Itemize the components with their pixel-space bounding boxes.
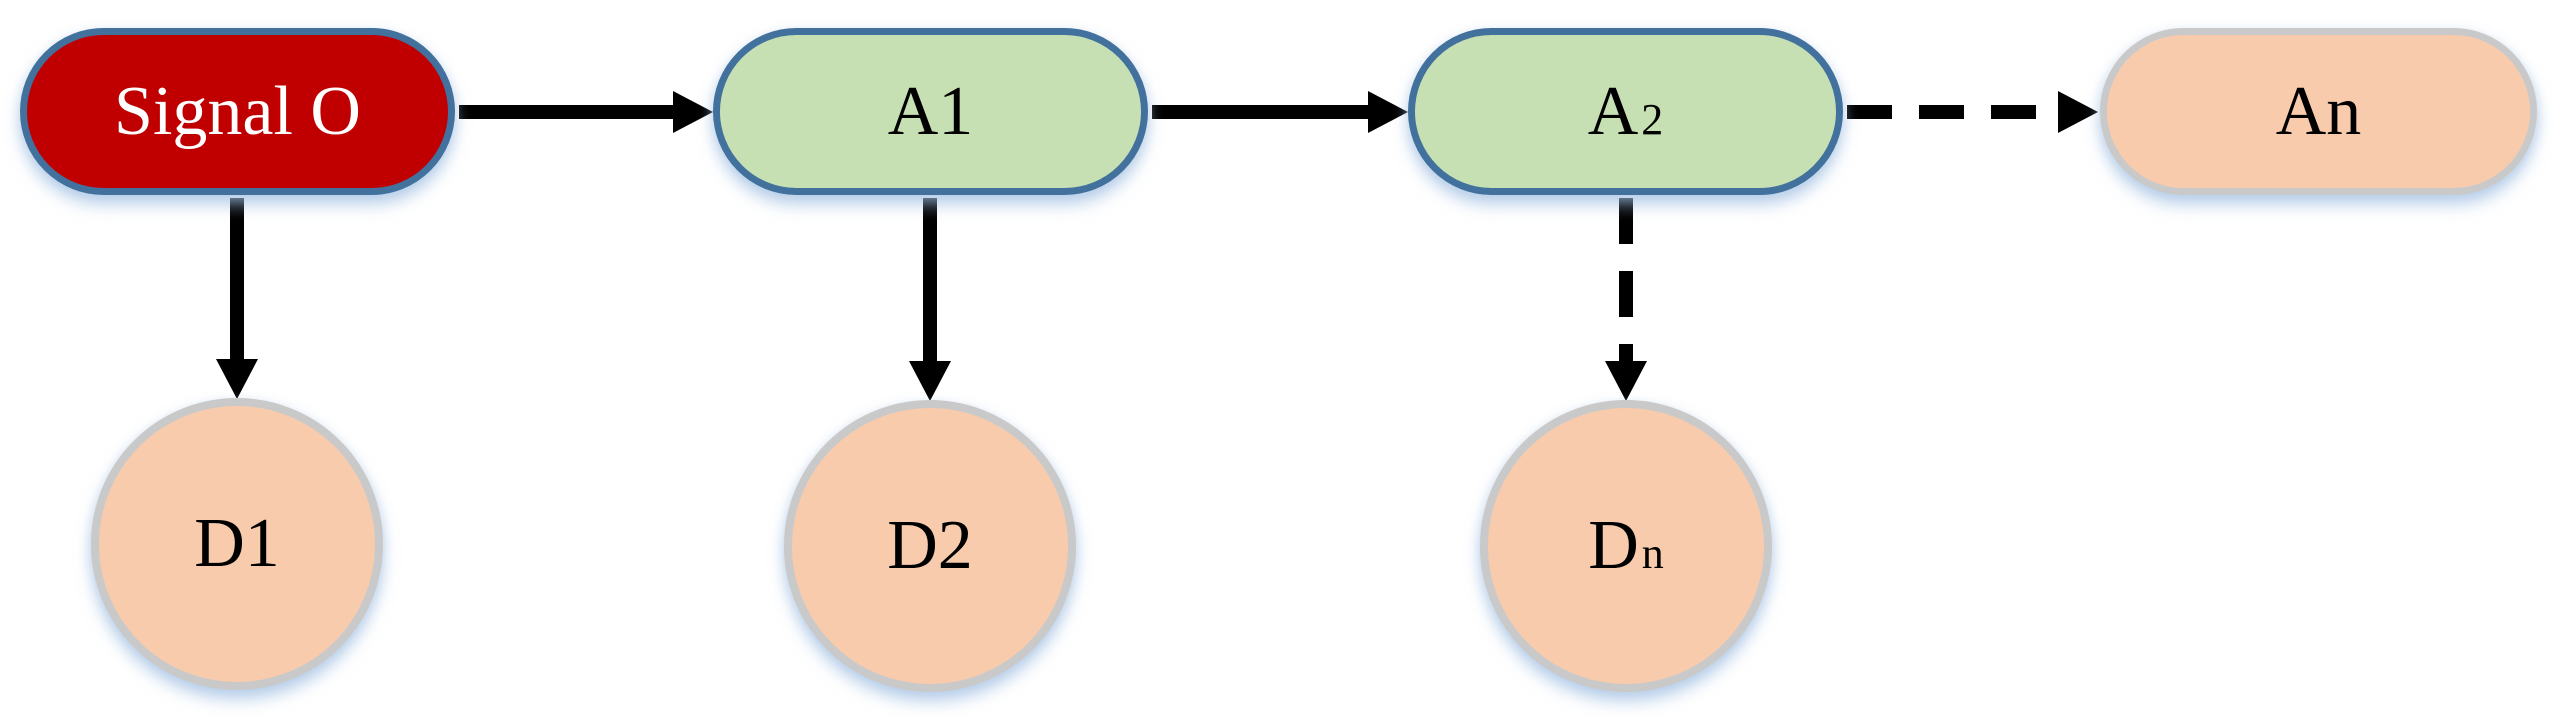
arrowhead-icon bbox=[909, 361, 951, 401]
edge-a2-to-an bbox=[1847, 91, 2098, 133]
edge-a1-to-d2 bbox=[909, 198, 951, 401]
node-a2-subscript: 2 bbox=[1641, 94, 1664, 144]
node-a2-label: A2 bbox=[1588, 76, 1664, 147]
node-d1: D1 bbox=[91, 398, 383, 690]
arrowhead-icon bbox=[1368, 91, 1408, 133]
node-a2: A2 bbox=[1408, 28, 1843, 195]
node-a1-label: A1 bbox=[887, 72, 974, 150]
edge-a1-to-a2 bbox=[1152, 91, 1408, 133]
node-an: An bbox=[2100, 28, 2537, 195]
node-dn-label: Dn bbox=[1588, 511, 1664, 581]
node-dn: Dn bbox=[1480, 400, 1772, 692]
node-dn-base: D bbox=[1588, 507, 1639, 584]
node-d1-label: D1 bbox=[194, 505, 280, 582]
edge-signal-o-to-a1 bbox=[459, 91, 713, 133]
arrowhead-icon bbox=[2058, 91, 2098, 133]
node-signal-o: Signal O bbox=[20, 28, 455, 195]
arrowhead-icon bbox=[1605, 361, 1647, 401]
node-a1: A1 bbox=[713, 28, 1148, 195]
node-d2-label: D2 bbox=[887, 507, 973, 584]
node-dn-subscript: n bbox=[1641, 529, 1664, 578]
edge-a2-to-dn bbox=[1605, 198, 1647, 401]
node-an-label: An bbox=[2275, 72, 2362, 150]
edge-signal-o-to-d1 bbox=[216, 198, 258, 399]
node-d2: D2 bbox=[784, 400, 1076, 692]
arrowhead-icon bbox=[216, 359, 258, 399]
node-signal-o-label: Signal O bbox=[114, 72, 361, 150]
arrowhead-icon bbox=[673, 91, 713, 133]
node-a2-base: A bbox=[1587, 72, 1639, 150]
